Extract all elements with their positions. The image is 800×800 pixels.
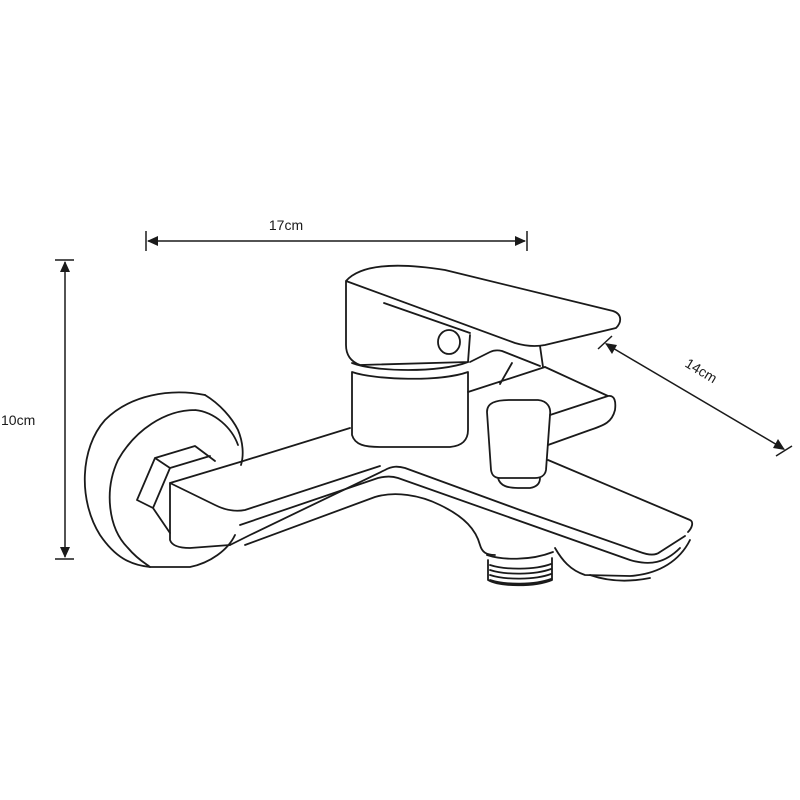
- diverter-mount: [544, 366, 617, 446]
- height-dimension: 10cm: [1, 259, 74, 560]
- hex-nut: [136, 445, 216, 534]
- diverter-knob: [486, 399, 552, 489]
- handle-connector: [467, 345, 546, 393]
- wall-flange: [83, 391, 236, 568]
- cartridge-body: [351, 361, 469, 448]
- spout-lower-edge: [244, 493, 496, 556]
- depth-dimension-line: [605, 343, 785, 450]
- height-bottom-arrow-icon: [60, 547, 70, 558]
- handle-pivot: [437, 329, 461, 355]
- spout-underside: [554, 539, 691, 577]
- spout-middle-edge: [239, 475, 681, 564]
- wall-flange-face: [108, 394, 244, 568]
- depth-dimension-top-tick: [597, 335, 613, 350]
- threaded-outlet: [486, 551, 554, 587]
- depth-dimension: 14cm: [597, 335, 793, 457]
- width-right-arrow-icon: [515, 236, 526, 246]
- lever-handle: [345, 264, 622, 366]
- spout-tip-bottom: [589, 574, 651, 582]
- faucet-drawing: [83, 264, 694, 587]
- width-dimension-label: 17cm: [269, 217, 303, 233]
- depth-dimension-label: 14cm: [682, 355, 720, 386]
- width-left-arrow-icon: [147, 236, 158, 246]
- spout-top-plane: [547, 459, 694, 533]
- depth-top-arrow-icon: [605, 343, 617, 354]
- height-top-arrow-icon: [60, 261, 70, 272]
- body-arm: [169, 427, 381, 549]
- spout-upper-edge: [229, 465, 686, 556]
- depth-bottom-arrow-icon: [773, 439, 785, 450]
- width-dimension: 17cm: [145, 217, 528, 251]
- depth-dimension-bottom-tick: [775, 445, 793, 457]
- height-dimension-label: 10cm: [1, 412, 35, 428]
